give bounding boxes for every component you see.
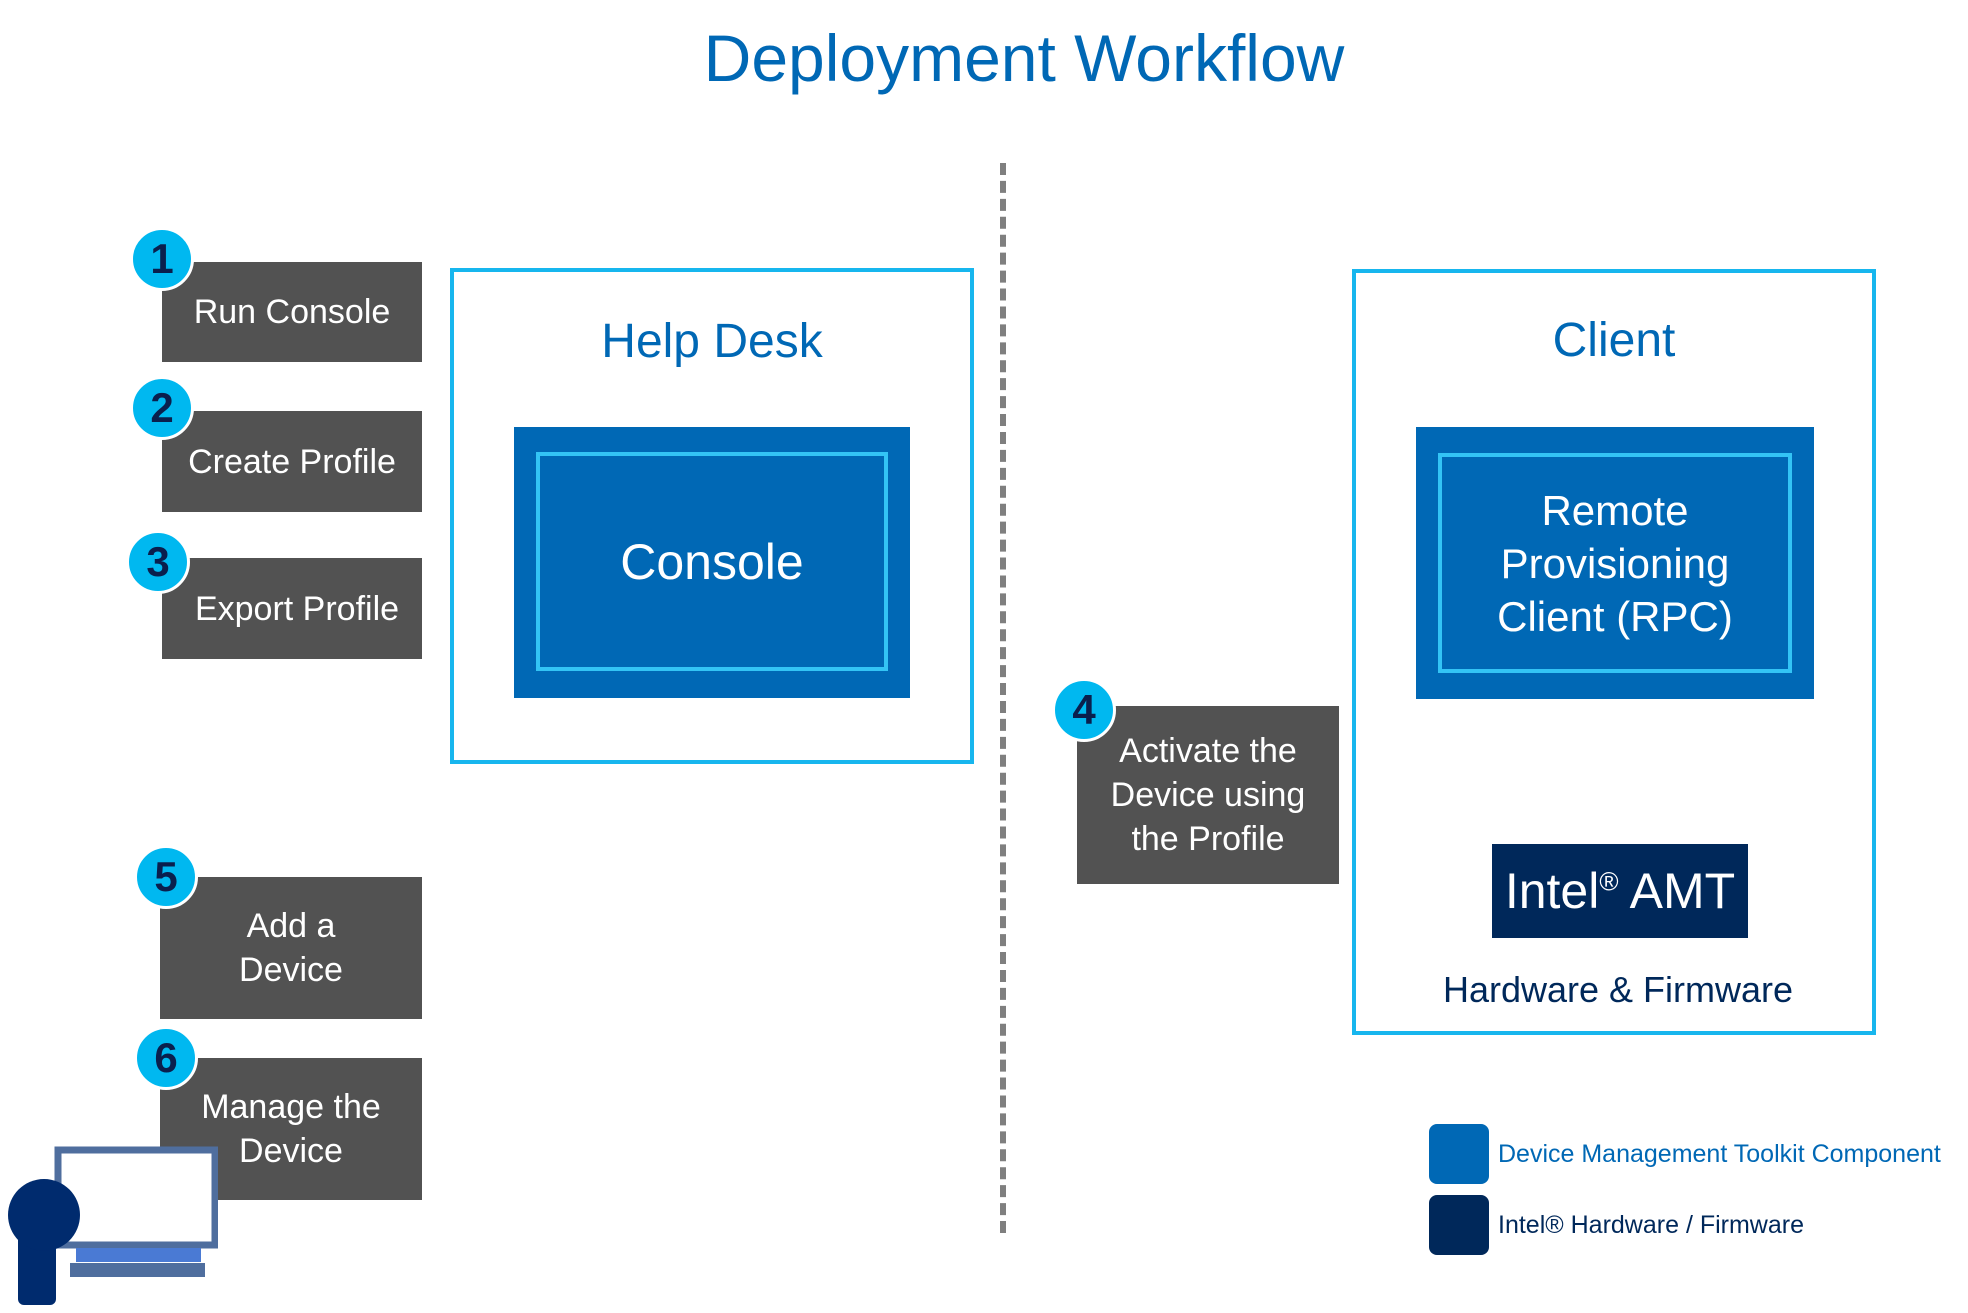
step-6-label: Manage the Device: [201, 1088, 381, 1170]
legend-swatch-hw: [1429, 1195, 1489, 1255]
rpc-label: Remote Provisioning Client (RPC): [1497, 486, 1733, 640]
legend-label-dmt: Device Management Toolkit Component: [1498, 1140, 1941, 1168]
section-divider: [1000, 163, 1006, 1233]
step-1-box: Run Console: [162, 262, 422, 362]
intel-amt-block: Intel® AMT: [1492, 844, 1748, 938]
console-component-inner: Console: [536, 452, 888, 671]
page-title: Deployment Workflow: [703, 21, 1345, 95]
step-3-label: Export Profile: [194, 589, 400, 628]
step-4-badge: 4: [1052, 678, 1116, 742]
console-component: Console: [514, 427, 910, 698]
step-5-label: Add a Device: [239, 907, 343, 989]
step-2-label: Create Profile: [188, 442, 396, 481]
step-4-box: Activate the Device using the Profile: [1077, 706, 1339, 884]
user-with-laptop-icon: [8, 1146, 218, 1305]
step-5-badge: 5: [134, 845, 198, 909]
legend-label-hw: Intel® Hardware / Firmware: [1498, 1211, 1804, 1239]
client-title: Client: [1552, 314, 1676, 367]
help-desk-title: Help Desk: [601, 315, 823, 368]
step-2-badge: 2: [130, 376, 194, 440]
legend-swatch-dmt: [1429, 1124, 1489, 1184]
client-panel: Client Remote Provisioning Client (RPC) …: [1352, 269, 1876, 1035]
step-1-label: Run Console: [193, 293, 391, 331]
step-2-box: Create Profile: [162, 411, 422, 512]
console-label: Console: [620, 533, 804, 590]
rpc-component-inner: Remote Provisioning Client (RPC): [1438, 453, 1792, 673]
step-6-badge: 6: [134, 1026, 198, 1090]
step-5-box: Add a Device: [160, 877, 422, 1019]
intel-amt-label: Intel® AMT: [1504, 863, 1736, 919]
hardware-firmware-label: Hardware & Firmware: [1442, 969, 1794, 1010]
step-3-box: Export Profile: [162, 558, 422, 659]
rpc-component: Remote Provisioning Client (RPC): [1416, 427, 1814, 699]
step-3-badge: 3: [126, 530, 190, 594]
help-desk-panel: Help Desk Console: [450, 268, 974, 764]
step-4-label: Activate the Device using the Profile: [1110, 732, 1306, 858]
step-1-badge: 1: [130, 227, 194, 291]
